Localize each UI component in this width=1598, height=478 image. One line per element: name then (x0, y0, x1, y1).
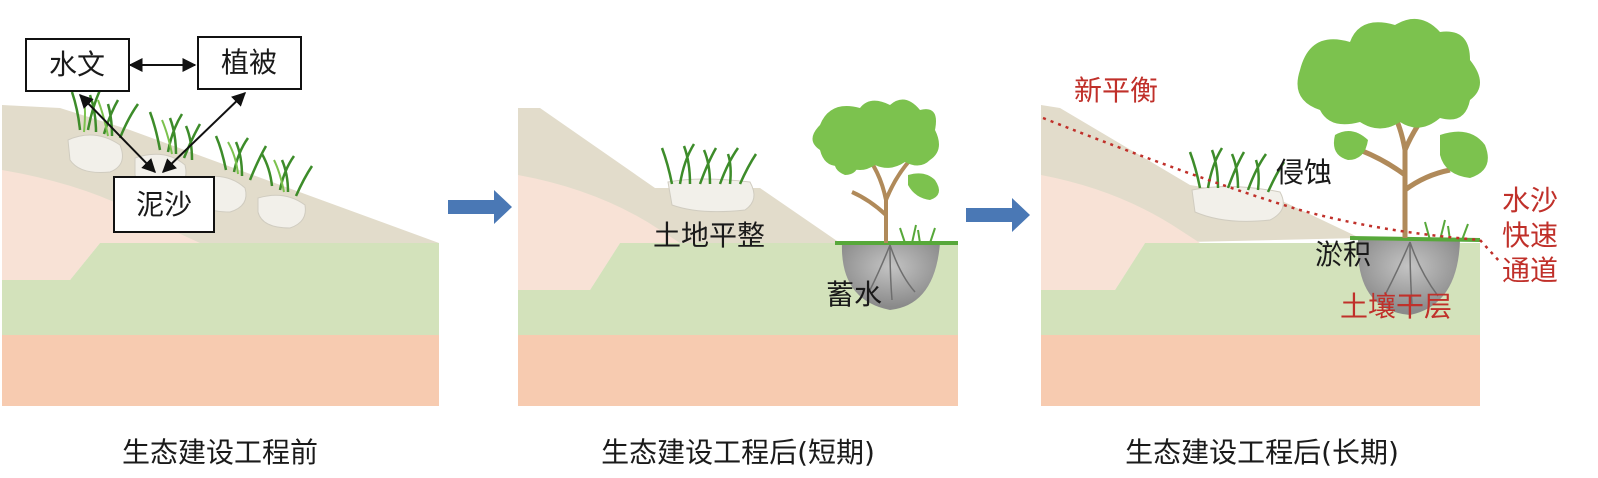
water-bulb (1357, 240, 1460, 315)
vegetation-label: 植被 (221, 46, 277, 79)
grass-tuft (660, 143, 758, 185)
slope-pink (1041, 175, 1200, 290)
transition-arrow-2 (966, 198, 1030, 232)
caption-short-term: 生态建设工程后(短期) (601, 436, 875, 469)
slope-pink (518, 175, 680, 290)
svg-text:通道: 通道 (1502, 254, 1558, 287)
svg-text:水沙: 水沙 (1502, 184, 1558, 217)
sediment-box (113, 176, 215, 233)
water-storage-label: 蓄水 (826, 278, 882, 311)
erosion-label: 侵蚀 (1276, 156, 1332, 189)
new-balance-label: 新平衡 (1074, 74, 1158, 107)
caption-before: 生态建设工程前 (122, 436, 318, 469)
fast-channel-label: 水沙 快速 通道 (1502, 184, 1558, 287)
soil-bottom-layer (2, 335, 439, 406)
sprouts (1424, 219, 1469, 241)
land-leveling-label: 土地平整 (653, 219, 765, 252)
deposition-label: 淤积 (1315, 238, 1371, 271)
ground-grass-line (1349, 236, 1481, 242)
sprouts (899, 224, 936, 244)
water-bulb (841, 243, 940, 310)
sediment-label: 泥沙 (136, 188, 192, 221)
grass-tuft (1188, 147, 1286, 193)
hydrology-box (25, 38, 130, 92)
soil-bottom-layer (518, 335, 958, 406)
transition-arrow-1 (448, 190, 512, 224)
hydrology-label: 水文 (49, 48, 105, 81)
new-balance-line (1042, 116, 1481, 242)
soil-green-layer (2, 240, 439, 335)
svg-text:快速: 快速 (1502, 219, 1558, 252)
dry-soil-layer-label: 土壤干层 (1340, 290, 1452, 323)
slope-pink (2, 170, 200, 280)
panel-before: 水文 植被 泥沙 (2, 36, 439, 406)
channel-line (1479, 239, 1501, 263)
tree (812, 99, 939, 243)
vegetation-box (197, 36, 302, 90)
stone-block (1191, 185, 1284, 222)
sediment-hydrology-arrow (79, 93, 156, 174)
panel-long-term: 新平衡 侵蚀 淤积 土壤干层 水沙 快速 通道 (1041, 18, 1558, 406)
tree-large (1297, 18, 1488, 238)
soil-bottom-layer (1041, 335, 1480, 406)
caption-long-term: 生态建设工程后(长期) (1125, 436, 1399, 469)
sediment-vegetation-arrow (161, 92, 247, 173)
panel-short-term: 土地平整 蓄水 (518, 99, 958, 406)
